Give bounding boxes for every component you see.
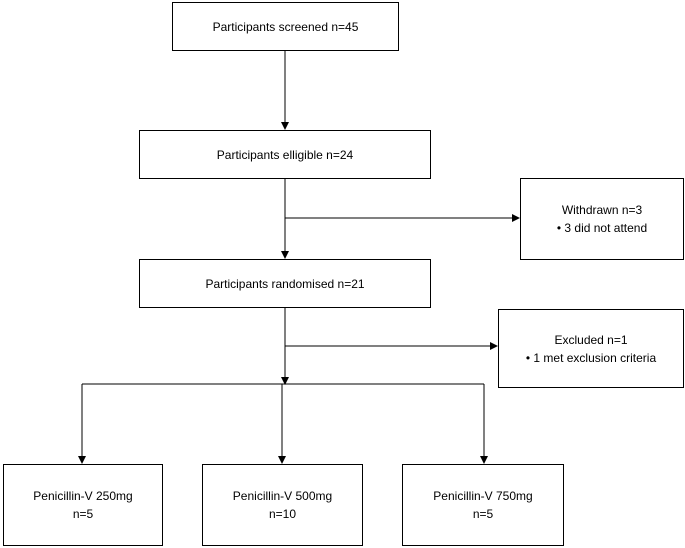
arm-name: Penicillin-V 250mg [33,489,133,503]
arm-count: n=5 [72,507,94,521]
arm-count: n=10 [268,507,297,521]
participants-randomised-box: Participants randomised n=21 [139,259,431,308]
withdrawn-box: Withdrawn n=3 • 3 did not attend [520,178,684,260]
arm-name: Penicillin-V 500mg [232,489,333,503]
arm-count: n=5 [472,507,494,521]
excluded-detail: • 1 met exclusion criteria [525,350,657,365]
arm-250mg-box: Penicillin-V 250mg n=5 [3,464,163,546]
arm-750mg-box: Penicillin-V 750mg n=5 [402,464,564,546]
excluded-title: Excluded n=1 [554,332,628,347]
excluded-box: Excluded n=1 • 1 met exclusion criteria [498,309,684,388]
participants-eligible-box: Participants elligible n=24 [139,130,431,179]
arm-name: Penicillin-V 750mg [433,489,533,503]
participants-randomised-label: Participants randomised n=21 [205,276,365,291]
participants-screened-label: Participants screened n=45 [212,19,359,34]
arm-500mg-box: Penicillin-V 500mg n=10 [202,464,363,546]
participants-screened-box: Participants screened n=45 [172,2,399,51]
withdrawn-title: Withdrawn n=3 [561,203,643,217]
participants-eligible-label: Participants elligible n=24 [216,147,354,162]
withdrawn-detail: • 3 did not attend [556,221,648,235]
